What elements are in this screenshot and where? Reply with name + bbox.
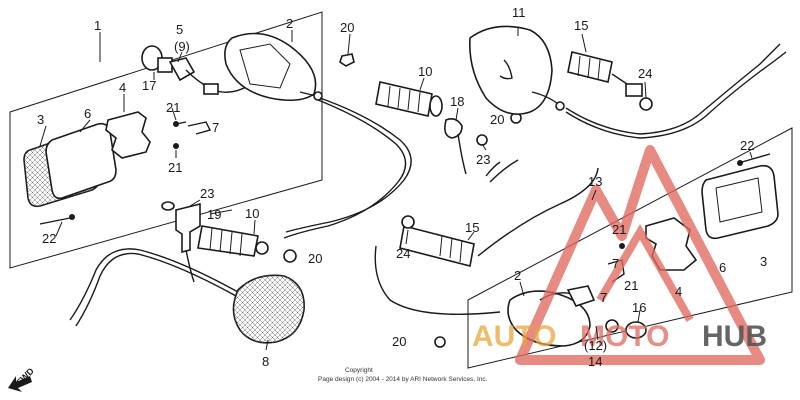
callout-11: 11	[512, 5, 526, 20]
housing-11	[469, 25, 565, 115]
callout-17: 17	[142, 78, 156, 93]
screw-22-left	[39, 214, 75, 225]
callout-13: 13	[588, 174, 602, 189]
callout-3-left: 3	[37, 112, 44, 127]
copyright-line: Page design (c) 2004 - 2014 by ARI Netwo…	[318, 376, 488, 383]
callout-10-upper: 10	[418, 64, 432, 79]
logo-text-auto: AUTO	[472, 320, 556, 353]
callout-2-upper: 2	[286, 16, 293, 31]
callout-1: 1	[94, 18, 101, 33]
socket-9	[168, 57, 273, 95]
callout-21-d: 7	[612, 256, 619, 271]
logo-text-hub: HUB	[702, 320, 767, 353]
callout-4-right: 4	[675, 284, 682, 299]
callout-7-right: 7	[600, 290, 607, 305]
copyright-heading: Copyright	[345, 367, 373, 374]
gasket-6	[45, 122, 117, 200]
nut-24-upper	[639, 97, 653, 111]
collar-18	[444, 118, 463, 139]
group-frame-1	[9, 11, 323, 269]
wire-harness-center	[477, 167, 599, 257]
screw-21-a	[173, 121, 187, 127]
callout-4-left: 4	[119, 80, 126, 95]
callout-22-right: 22	[740, 138, 754, 153]
indicator-8	[232, 274, 305, 344]
lens-frame-6-right	[701, 164, 779, 240]
bolt-20-top	[339, 53, 355, 67]
socket-12	[566, 285, 619, 333]
stem-10-lower	[197, 225, 269, 257]
callout-9: (9)	[174, 39, 190, 54]
callout-20-bottom: 20	[392, 334, 406, 349]
callouts: 1 2 5 (9) 20 17 4 21 7 21 6 3 22 23 19 1…	[37, 5, 767, 369]
wire-18	[457, 133, 467, 175]
callout-19: 19	[207, 207, 221, 222]
callout-10-lower: 10	[245, 206, 259, 221]
callout-22-left: 22	[42, 231, 56, 246]
callout-23-center: 23	[476, 152, 490, 167]
callout-8: 8	[262, 354, 269, 369]
callout-20-left: 20	[308, 251, 322, 266]
callout-5: 5	[176, 22, 183, 37]
nut-20-bottom	[434, 336, 446, 348]
callout-12: (12)	[584, 338, 607, 353]
callout-6-left: 6	[84, 106, 91, 121]
callout-2-lower: 2	[514, 268, 521, 283]
callout-23-left: 23	[200, 186, 214, 201]
stem-15-lower	[399, 215, 475, 267]
wire-center	[485, 159, 519, 183]
automotohub-logo	[515, 145, 765, 365]
callout-15-lower: 15	[465, 220, 479, 235]
callout-21-c: 21	[612, 222, 626, 237]
nut-23-center	[476, 134, 488, 146]
callout-14: 14	[588, 354, 602, 369]
screw-21-b	[173, 143, 179, 149]
screw-22-right	[737, 153, 771, 166]
callout-7-left: 7	[212, 120, 219, 135]
callout-15-upper: 15	[574, 18, 588, 33]
callout-24-lower: 24	[396, 246, 410, 261]
wire-harness-upper-right	[565, 43, 781, 135]
bulb-16	[625, 321, 647, 339]
callout-20-center: 20	[490, 112, 504, 127]
collar-23	[161, 201, 175, 211]
callout-3-right: 3	[760, 254, 767, 269]
nut-20-left	[283, 249, 297, 263]
wire-harness-upper-left	[285, 97, 412, 233]
callout-24-upper: 24	[638, 66, 652, 81]
group-frame-13	[467, 127, 793, 369]
callout-20-top: 20	[340, 20, 354, 35]
stem-15-upper	[567, 51, 643, 97]
callout-6-right: 6	[719, 260, 726, 275]
callout-16: 16	[632, 300, 646, 315]
socket-plate-4	[105, 111, 151, 159]
wire-indicator-8	[69, 248, 239, 321]
callout-21-e: 21	[624, 278, 638, 293]
housing-2-upper	[224, 32, 323, 102]
callout-18: 18	[450, 94, 464, 109]
bulb-17	[141, 45, 173, 73]
stem-10-upper	[375, 81, 443, 117]
bracket-19	[175, 202, 201, 254]
logo-text-moto: MOTO	[580, 320, 669, 353]
bracket-7-upper	[187, 121, 212, 135]
screw-21-right	[619, 243, 625, 249]
fwd-arrow	[8, 376, 32, 392]
callout-21-b: 21	[168, 160, 182, 175]
leader-lines	[39, 28, 753, 351]
callout-21-a: 21	[166, 100, 180, 115]
